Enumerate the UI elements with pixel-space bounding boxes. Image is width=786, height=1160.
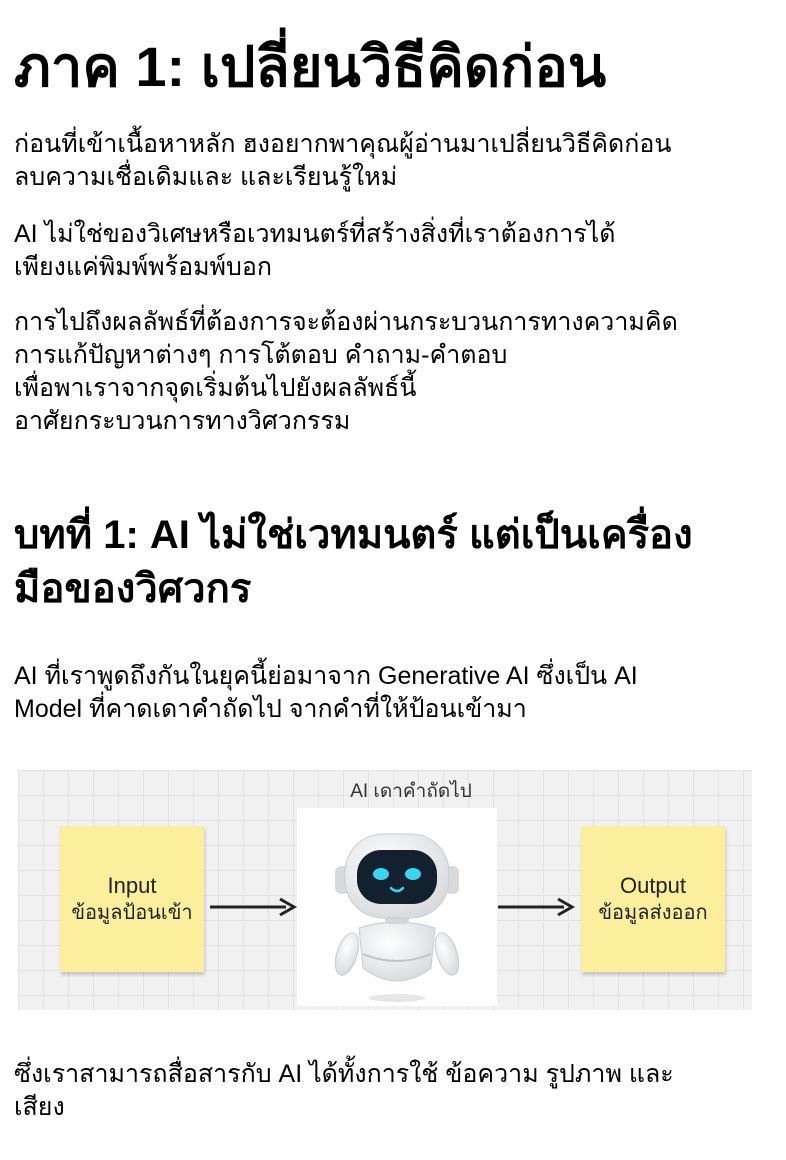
input-title: Input bbox=[107, 873, 157, 898]
part-paragraph-1: ก่อนที่เข้าเนื้อหาหลัก ฮงอยากพาคุณผู้อ่า… bbox=[14, 130, 672, 191]
output-title: Output bbox=[619, 873, 687, 898]
part-paragraph-2: AI ไม่ใช่ของวิเศษหรือเวทมนตร์ที่สร้างสิ่… bbox=[14, 220, 616, 281]
input-sticky-note: Input ข้อมูลป้อนเข้า bbox=[60, 826, 204, 972]
ai-prediction-diagram: AI เดาคำถัดไป Input ข้อมูลป้อนเข้า bbox=[18, 770, 752, 1010]
output-sticky-note: Output ข้อมูลส่งออก bbox=[581, 826, 725, 972]
robot-icon bbox=[334, 833, 460, 1002]
arrow-right-icon bbox=[498, 897, 576, 917]
chapter-title: บทที่ 1: AI ไม่ใช่เวทมนตร์ แต่เป็นเครื่อ… bbox=[14, 513, 693, 611]
robot-card bbox=[297, 808, 497, 1006]
diagram-caption: AI เดาคำถัดไป bbox=[350, 781, 472, 802]
arrow-right-icon bbox=[210, 897, 298, 917]
part-paragraph-3: การไปถึงผลลัพธ์ที่ต้องการจะต้องผ่านกระบว… bbox=[14, 308, 678, 435]
output-subtitle: ข้อมูลส่งออก bbox=[598, 902, 708, 924]
chapter-outro: ซึ่งเราสามารถสื่อสารกับ AI ได้ทั้งการใช้… bbox=[14, 1060, 674, 1121]
chapter-intro: AI ที่เราพูดถึงกันในยุคนี้ย่อมาจาก Gener… bbox=[14, 662, 638, 723]
input-subtitle: ข้อมูลป้อนเข้า bbox=[71, 902, 193, 924]
part-title: ภาค 1: เปลี่ยนวิธีคิดก่อน bbox=[14, 35, 607, 98]
